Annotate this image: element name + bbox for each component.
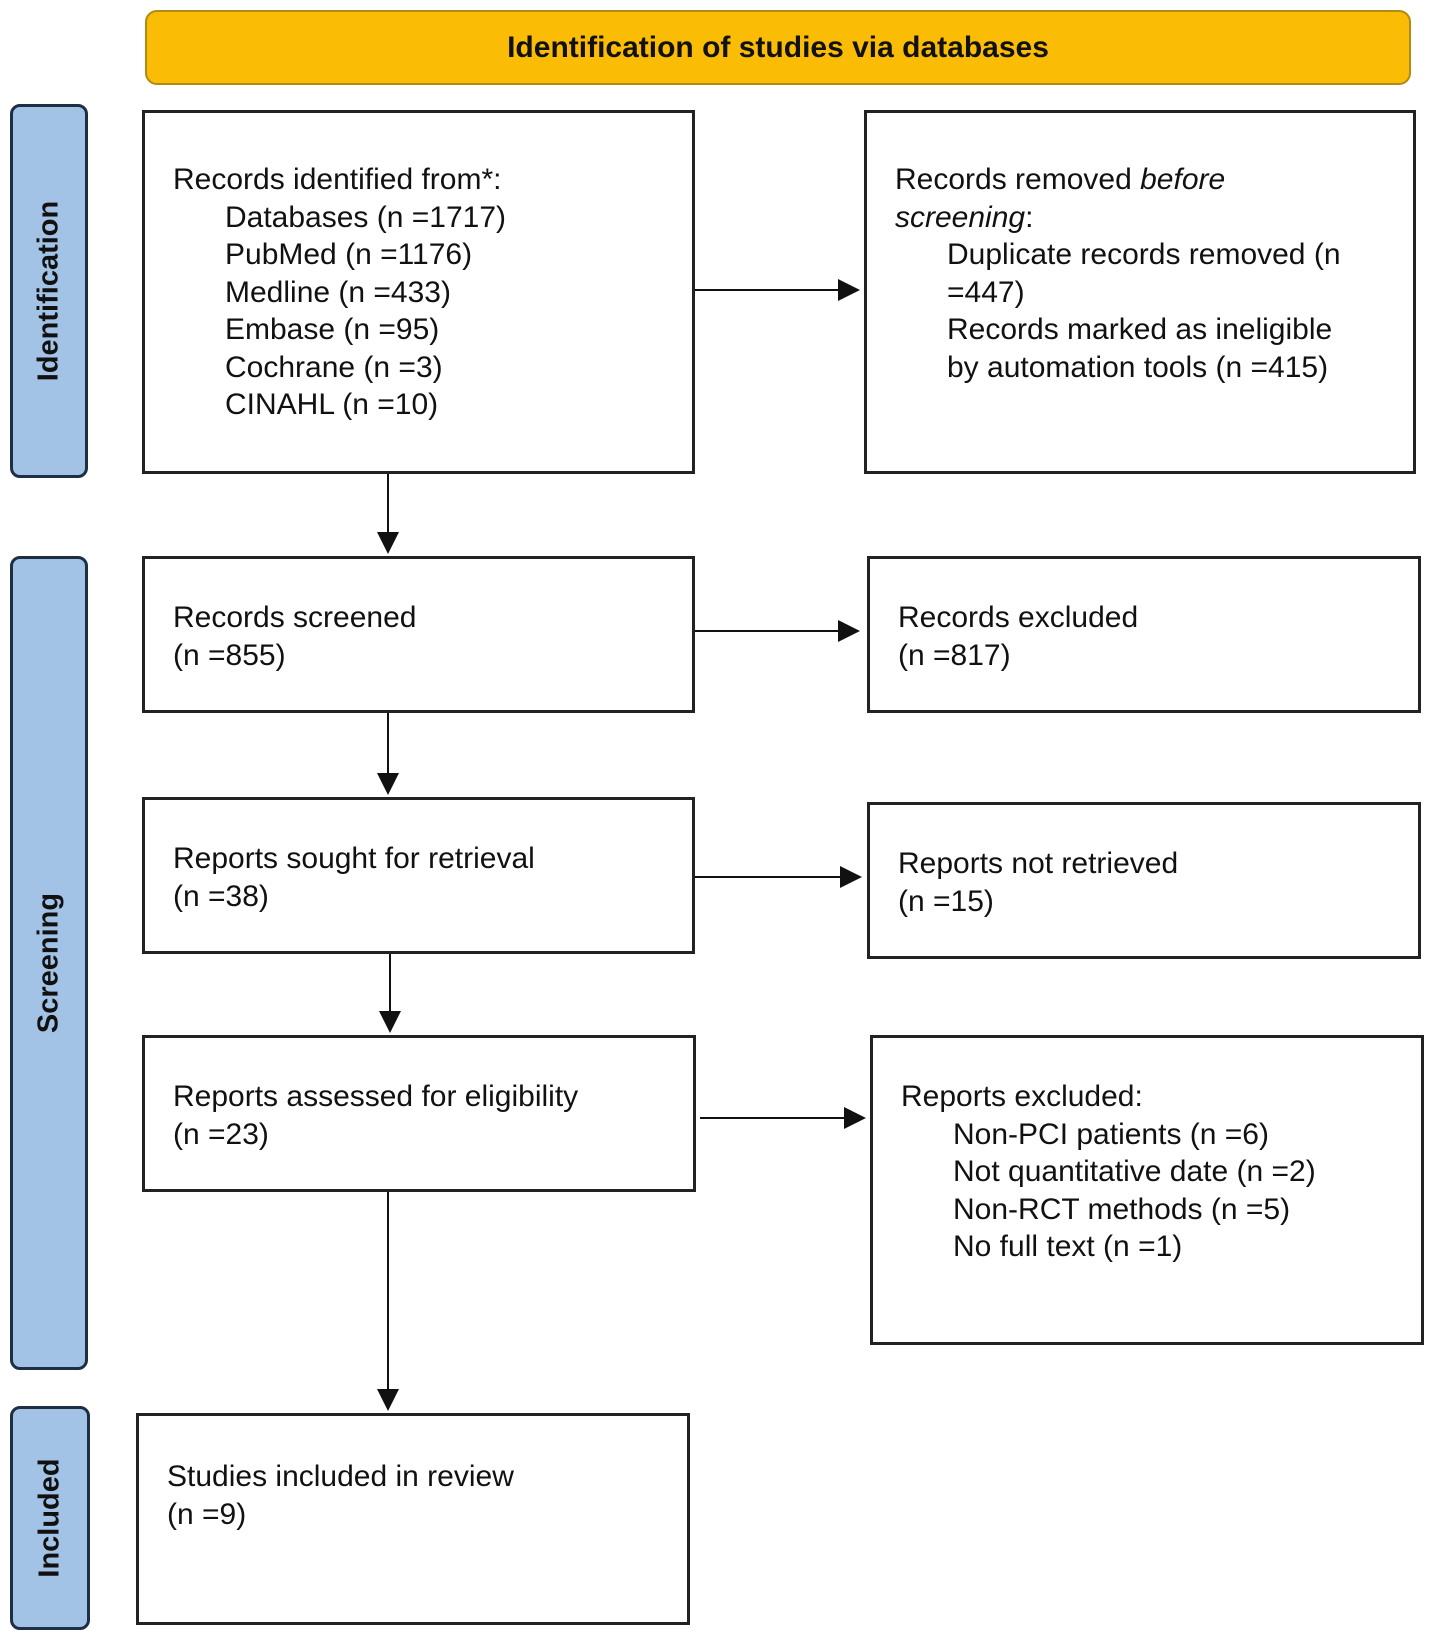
reports-assessed-label: Reports assessed for eligibility — [173, 1080, 579, 1113]
records-identified-item: Databases (n =1717) — [225, 200, 507, 234]
reports-excluded-box: Reports excluded: Non-PCI patients (n =6… — [870, 1035, 1424, 1345]
records-removed-item: by automation tools (n =415) — [947, 350, 1329, 384]
records-identified-box: Records identified from*: Databases (n =… — [142, 110, 695, 474]
records-excluded-box: Records excluded (n =817) — [867, 556, 1421, 713]
reports-not-retrieved-label: Reports not retrieved — [898, 847, 1179, 880]
records-screened-count: (n =855) — [173, 638, 286, 672]
records-removed-item: Duplicate records removed (n — [947, 238, 1341, 271]
studies-included-box: Studies included in review (n =9) — [136, 1413, 690, 1625]
records-identified-title: Records identified from*: — [173, 163, 502, 196]
records-removed-box: Records removed before screening: Duplic… — [864, 110, 1416, 474]
phase-screening: Screening — [10, 556, 88, 1370]
reports-sought-count: (n =38) — [173, 879, 269, 913]
reports-sought-label: Reports sought for retrieval — [173, 842, 535, 875]
records-removed-item: =447) — [947, 275, 1025, 309]
arrowhead — [377, 773, 399, 795]
reports-excluded-item: Non-PCI patients (n =6) — [953, 1117, 1269, 1151]
reports-excluded-item: No full text (n =1) — [953, 1230, 1183, 1263]
header-banner: Identification of studies via databases — [145, 10, 1411, 85]
reports-assessed-count: (n =23) — [173, 1117, 269, 1151]
studies-included-count: (n =9) — [167, 1497, 247, 1531]
reports-not-retrieved-count: (n =15) — [898, 884, 994, 918]
header-title: Identification of studies via databases — [507, 30, 1049, 64]
reports-not-retrieved-box: Reports not retrieved (n =15) — [867, 802, 1421, 959]
reports-sought-box: Reports sought for retrieval (n =38) — [142, 797, 695, 954]
arrowhead — [379, 1011, 401, 1033]
records-excluded-count: (n =817) — [898, 638, 1011, 672]
records-screened-box: Records screened (n =855) — [142, 556, 695, 713]
records-identified-item: Embase (n =95) — [225, 313, 440, 346]
records-removed-item: Records marked as ineligible — [947, 313, 1333, 346]
records-identified-item: Cochrane (n =3) — [225, 350, 443, 384]
records-screened-label: Records screened — [173, 601, 417, 634]
phase-identification: Identification — [10, 104, 88, 478]
reports-excluded-item: Not quantitative date (n =2) — [953, 1155, 1316, 1188]
reports-assessed-box: Reports assessed for eligibility (n =23) — [142, 1035, 696, 1192]
records-identified-item: CINAHL (n =10) — [225, 388, 439, 421]
records-excluded-label: Records excluded — [898, 601, 1139, 634]
reports-excluded-item: Non-RCT methods (n =5) — [953, 1192, 1291, 1226]
records-identified-item: Medline (n =433) — [225, 275, 451, 309]
phase-included: Included — [10, 1406, 90, 1630]
records-removed-title: Records removed before — [895, 163, 1226, 196]
studies-included-label: Studies included in review — [167, 1460, 514, 1493]
records-removed-title-cont: screening: — [895, 200, 1034, 234]
arrowhead — [838, 620, 860, 642]
arrowhead — [840, 866, 862, 888]
arrowhead — [377, 532, 399, 554]
reports-excluded-title: Reports excluded: — [901, 1080, 1143, 1113]
arrowhead — [838, 279, 860, 301]
arrowhead — [844, 1107, 866, 1129]
records-identified-item: PubMed (n =1176) — [225, 238, 473, 271]
arrowhead — [377, 1389, 399, 1411]
